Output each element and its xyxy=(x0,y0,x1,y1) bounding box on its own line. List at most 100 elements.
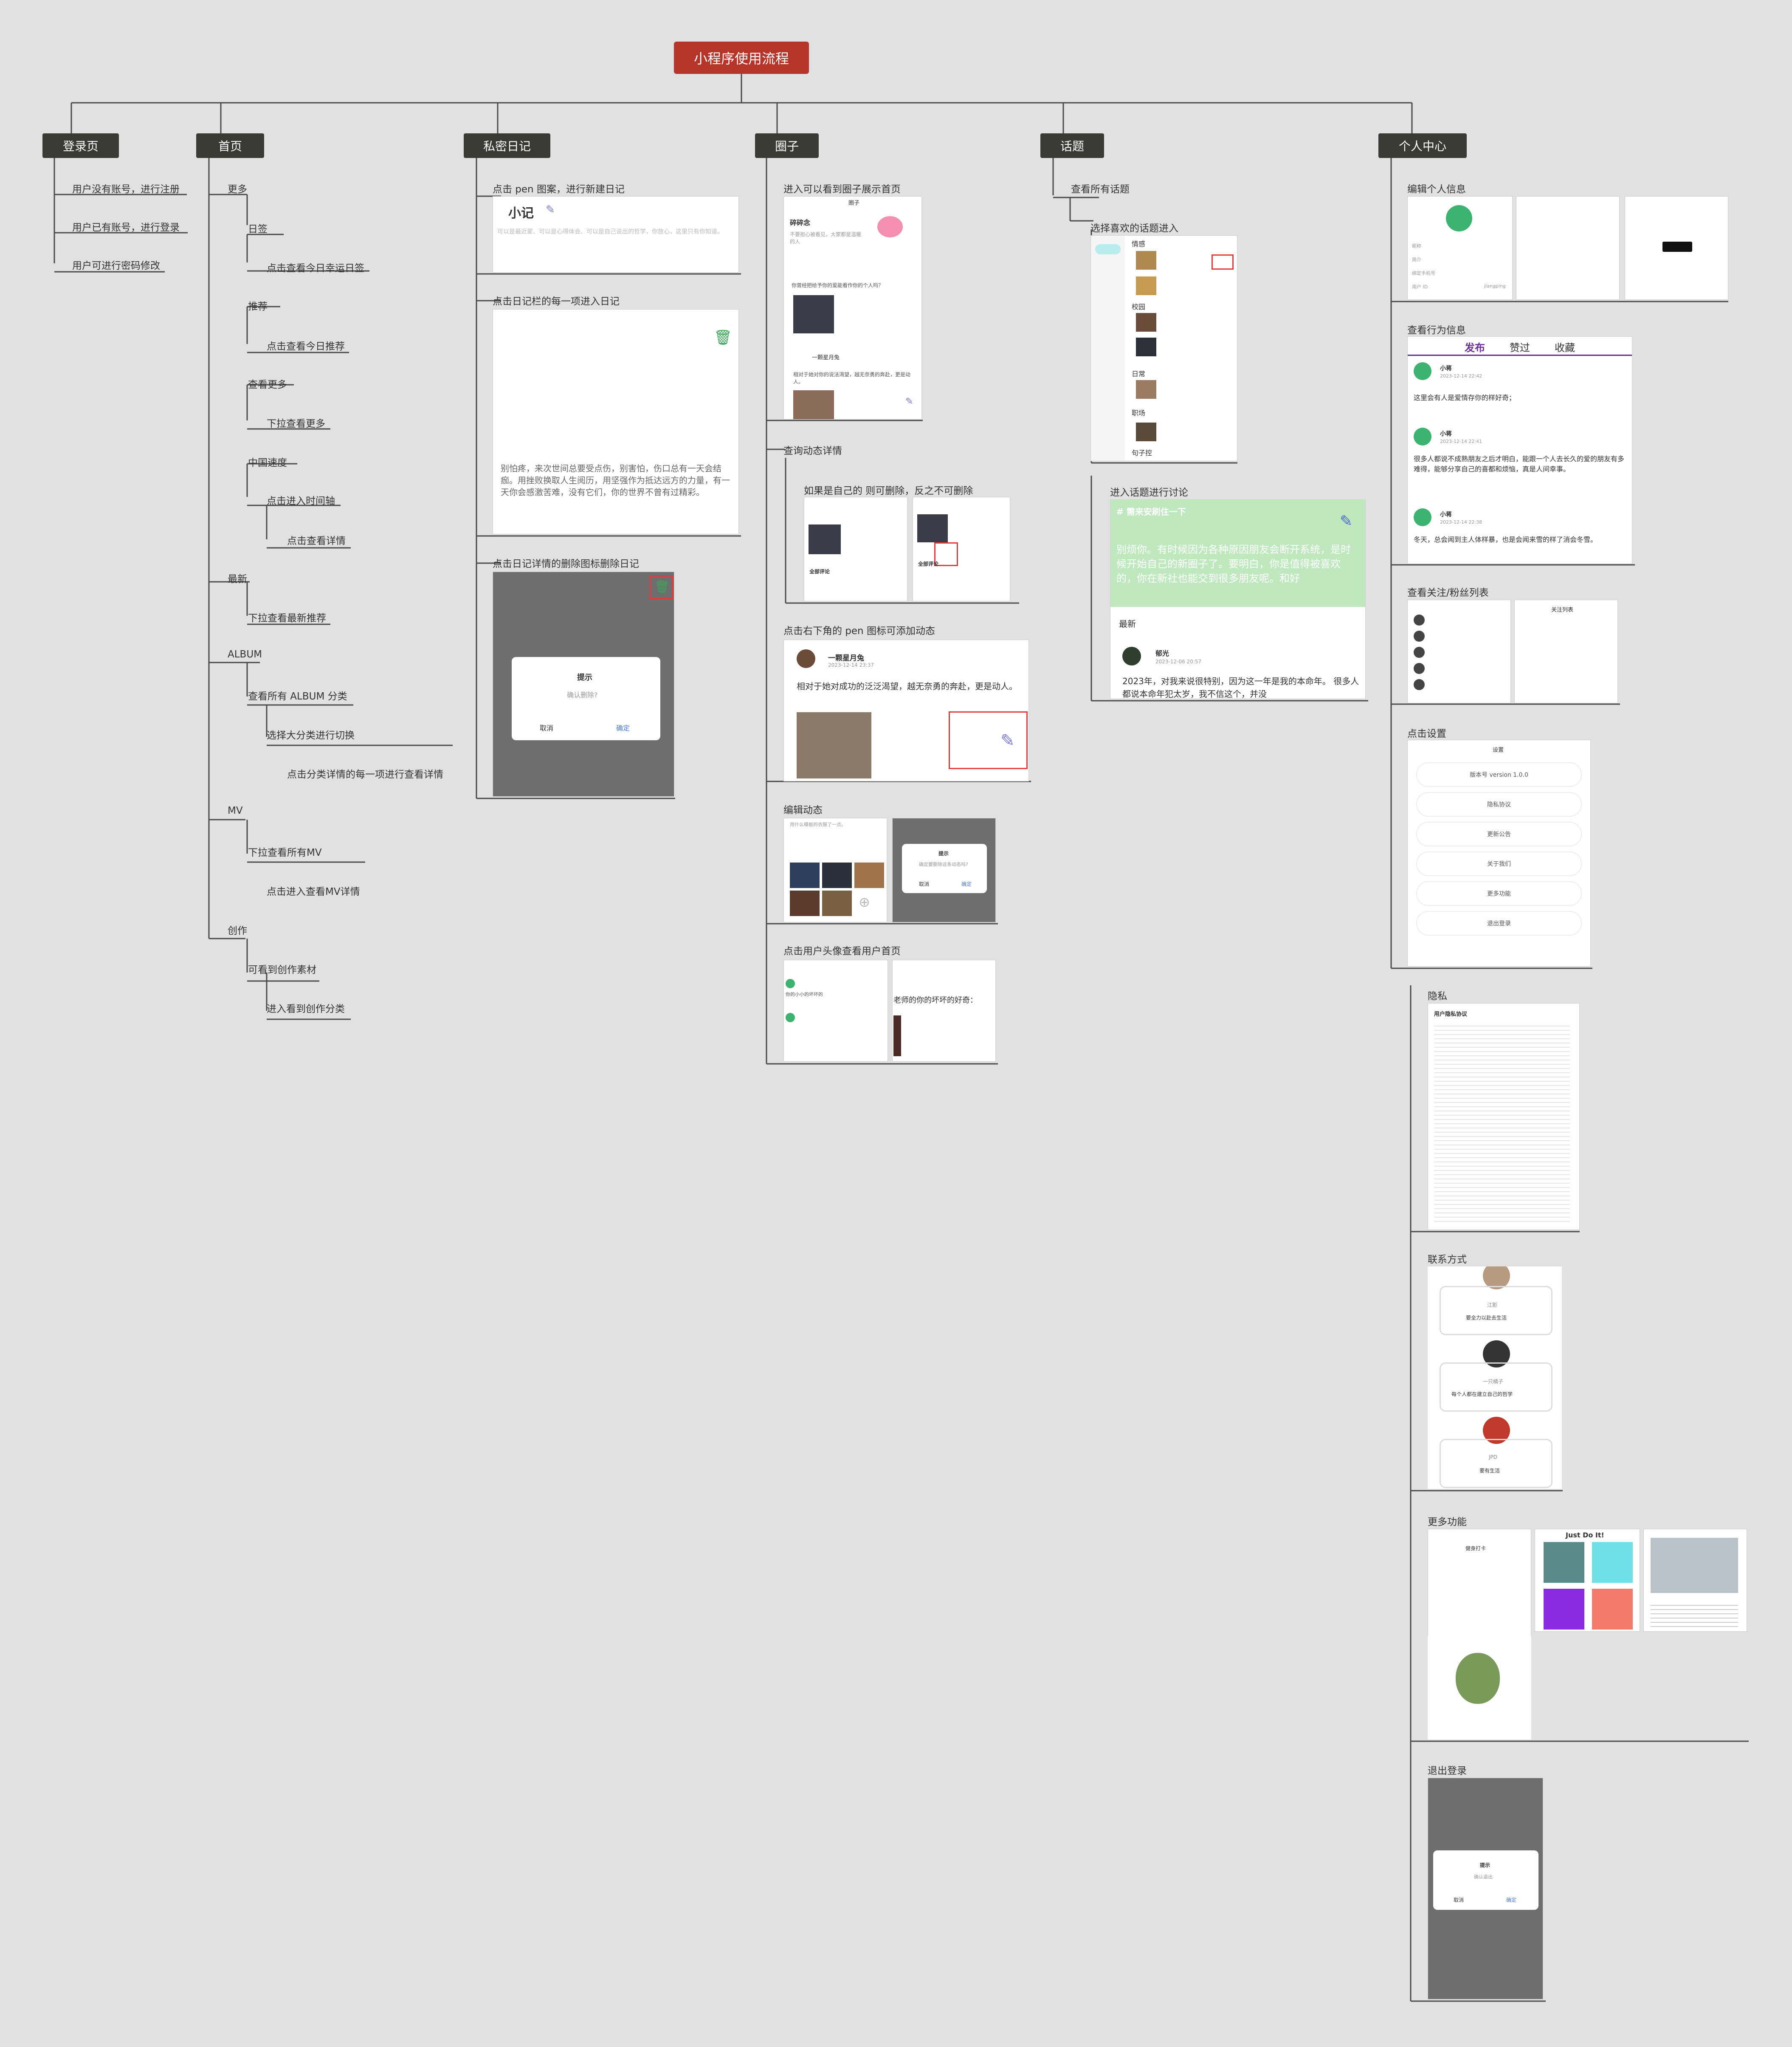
home-album-detail[interactable]: 点击分类详情的每一项进行查看详情 xyxy=(287,769,443,780)
settings-privacy[interactable]: 隐私协议 xyxy=(1416,792,1582,817)
edit-ok-button[interactable]: 确定 xyxy=(961,881,972,887)
diary-delete-caption[interactable]: 点击日记详情的删除图标删除日记 xyxy=(493,558,639,570)
home-album-sub[interactable]: 查看所有 ALBUM 分类 xyxy=(248,691,347,702)
circle-edit-caption[interactable]: 编辑动态 xyxy=(783,805,823,816)
home-mv-detail[interactable]: 点击进入查看MV详情 xyxy=(267,886,360,897)
profile-logout-caption[interactable]: 退出登录 xyxy=(1428,1765,1467,1776)
branch-topic[interactable]: 话题 xyxy=(1040,133,1104,158)
edit-text: 用什么模板的衣服了一点。 xyxy=(790,822,846,827)
topic-all[interactable]: 查看所有话题 xyxy=(1071,184,1130,195)
home-timeline[interactable]: 点击进入时间轴 xyxy=(267,496,335,507)
contact-card xyxy=(1440,1362,1553,1412)
add-image-icon[interactable]: ⊕ xyxy=(859,894,870,910)
diary-new-caption[interactable]: 点击 pen 图案，进行新建日记 xyxy=(493,184,625,195)
settings-about[interactable]: 关于我们 xyxy=(1416,852,1582,876)
circle-avatar-caption[interactable]: 点击用户头像查看用户首页 xyxy=(783,946,901,957)
logout-ok-button[interactable]: 确定 xyxy=(1506,1897,1517,1903)
home-china-speed[interactable]: 中国速度 xyxy=(248,457,287,468)
home-mv[interactable]: MV xyxy=(228,805,243,816)
logout-cancel-button[interactable]: 取消 xyxy=(1454,1897,1464,1903)
nickname-label: 昵称 xyxy=(1412,243,1421,249)
tab-likes[interactable]: 赞过 xyxy=(1510,342,1530,354)
avatar xyxy=(1414,631,1425,642)
home-latest[interactable]: 最新 xyxy=(228,574,247,585)
home-album-switch[interactable]: 选择大分类进行切换 xyxy=(267,730,355,741)
branch-login[interactable]: 登录页 xyxy=(42,133,119,158)
tab-favorites[interactable]: 收藏 xyxy=(1555,342,1575,354)
dialog-cancel-button[interactable]: 取消 xyxy=(540,724,554,732)
home-album[interactable]: ALBUM xyxy=(228,649,262,660)
tile-coral[interactable] xyxy=(1592,1589,1633,1630)
login-signin[interactable]: 用户已有账号，进行登录 xyxy=(72,222,180,233)
topic-header xyxy=(1110,500,1365,607)
profile-more-caption[interactable]: 更多功能 xyxy=(1428,1517,1467,1528)
login-password[interactable]: 用户可进行密码修改 xyxy=(72,260,160,271)
circle-delete-rule[interactable]: 如果是自己的 则可删除，反之不可删除 xyxy=(804,485,973,496)
home-detail[interactable]: 点击查看详情 xyxy=(287,536,346,547)
home-sign[interactable]: 日签 xyxy=(248,224,268,235)
edit-cancel-button[interactable]: 取消 xyxy=(919,881,930,887)
settings-version[interactable]: 版本号 version 1.0.0 xyxy=(1416,762,1582,787)
home-recommend[interactable]: 推荐 xyxy=(248,301,268,312)
topic-latest-time: 2023-12-06 20:57 xyxy=(1155,659,1202,665)
profile-behavior-caption[interactable]: 查看行为信息 xyxy=(1407,325,1466,336)
home-mv-sub[interactable]: 下拉查看所有MV xyxy=(248,847,322,858)
contact-motto-1: 要全力以赴去生活 xyxy=(1466,1315,1507,1321)
home-create-sub[interactable]: 可看到创作素材 xyxy=(248,964,316,976)
just-do-it-title: Just Do It! xyxy=(1566,1531,1604,1539)
trash-icon: 🗑 xyxy=(714,329,733,346)
home-more[interactable]: 更多 xyxy=(228,184,247,195)
home-create[interactable]: 创作 xyxy=(228,925,247,936)
branch-circle[interactable]: 圈子 xyxy=(755,133,819,158)
branch-profile[interactable]: 个人中心 xyxy=(1378,133,1467,158)
circle-detail-caption[interactable]: 查询动态详情 xyxy=(783,445,842,457)
settings-logout[interactable]: 退出登录 xyxy=(1416,911,1582,936)
pen-highlight xyxy=(949,711,1028,769)
contact-card xyxy=(1440,1439,1553,1488)
profile-settings-caption[interactable]: 点击设置 xyxy=(1407,728,1446,739)
tab-posts[interactable]: 发布 xyxy=(1465,342,1485,354)
home-recommend-sub[interactable]: 点击查看今日推荐 xyxy=(267,341,345,352)
topic-latest: 最新 xyxy=(1119,619,1136,629)
home-sign-sub[interactable]: 点击查看今日幸运日签 xyxy=(267,263,364,274)
branch-diary[interactable]: 私密日记 xyxy=(464,133,550,158)
home-view-more-sub[interactable]: 下拉查看更多 xyxy=(267,418,325,429)
pen-icon[interactable]: ✎ xyxy=(905,396,913,407)
login-register[interactable]: 用户没有账号，进行注册 xyxy=(72,184,180,195)
tile-purple[interactable] xyxy=(1544,1589,1584,1630)
just-do-it-screenshot: Just Do It! xyxy=(1535,1529,1640,1632)
dialog-ok-button[interactable]: 确定 xyxy=(616,724,630,732)
circle-pen-caption[interactable]: 点击右下角的 pen 图标可添加动态 xyxy=(783,626,935,637)
pen-icon[interactable]: ✎ xyxy=(1340,513,1353,530)
profile-follow-caption[interactable]: 查看关注/粉丝列表 xyxy=(1407,587,1489,598)
tile-cyan[interactable] xyxy=(1592,1542,1633,1583)
save-button[interactable] xyxy=(1662,242,1692,252)
diary-open-caption[interactable]: 点击日记栏的每一项进入日记 xyxy=(493,296,620,307)
profile-edit-caption[interactable]: 编辑个人信息 xyxy=(1407,184,1466,195)
post1-image xyxy=(793,295,834,333)
circle-home-caption[interactable]: 进入可以看到圈子展示首页 xyxy=(783,184,901,195)
post3-user: 小蒋 xyxy=(1440,511,1452,518)
settings-more[interactable]: 更多功能 xyxy=(1416,881,1582,906)
home-view-more[interactable]: 查看更多 xyxy=(248,379,287,390)
workout-screenshot xyxy=(1643,1529,1747,1632)
home-latest-sub[interactable]: 下拉查看最新推荐 xyxy=(248,613,326,624)
pen-icon: ✎ xyxy=(546,203,555,216)
topic-latest-user: 郁光 xyxy=(1155,649,1169,657)
profile-contact-caption[interactable]: 联系方式 xyxy=(1428,1254,1467,1265)
settings-updates[interactable]: 更新公告 xyxy=(1416,822,1582,846)
topic-select[interactable]: 选择喜欢的话题进入 xyxy=(1090,223,1178,234)
topic-cat1: 情感 xyxy=(1132,240,1146,248)
fitness-checkin: 健身打卡 xyxy=(1465,1545,1486,1551)
tile-teal[interactable] xyxy=(1544,1542,1584,1583)
topic-discuss-caption[interactable]: 进入话题进行讨论 xyxy=(1110,487,1188,498)
delete-highlight xyxy=(934,542,958,566)
diary-new-screenshot: 小记 ✎ 可以是最近蒙、可以是心得体会、可以是自己说出的哲学，你放心，这里只有你… xyxy=(493,196,739,273)
profile-privacy-caption[interactable]: 隐私 xyxy=(1428,991,1447,1002)
pen-icon[interactable]: ✎ xyxy=(1000,731,1015,750)
topic-sidebar-active[interactable] xyxy=(1095,244,1121,254)
branch-home[interactable]: 首页 xyxy=(196,133,264,158)
root-node[interactable]: 小程序使用流程 xyxy=(674,42,809,74)
wechat-icon xyxy=(1414,508,1431,526)
home-create-cat[interactable]: 进入看到创作分类 xyxy=(267,1004,345,1015)
